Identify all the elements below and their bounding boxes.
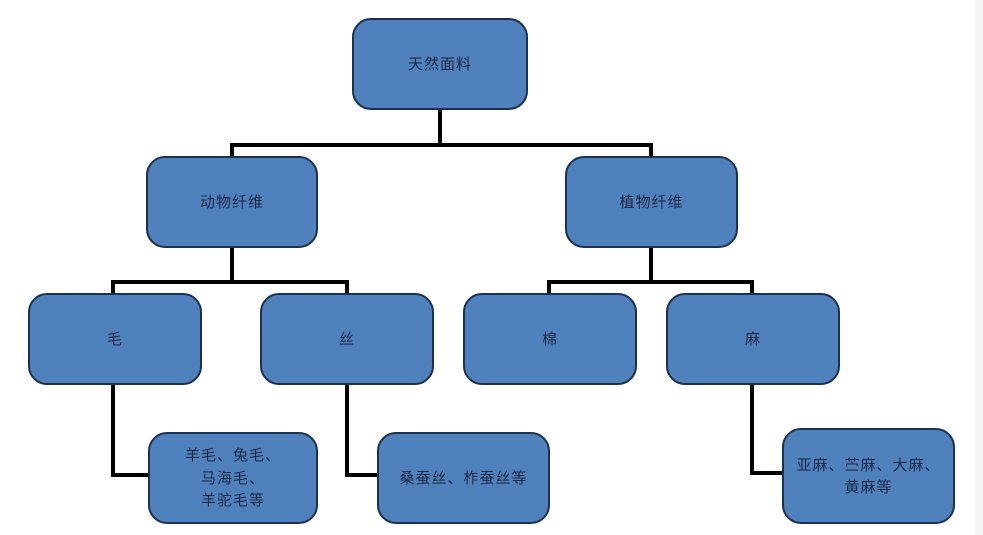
connector-silk-stub	[345, 280, 349, 296]
node-hemp-types-label: 亚麻、苎麻、大麻、 黄麻等	[796, 455, 941, 497]
node-cotton[interactable]: 棉	[463, 293, 637, 385]
node-wool[interactable]: 毛	[28, 293, 202, 385]
connector-wool-elbow-vertical	[111, 383, 115, 477]
page-edge-strip	[975, 0, 983, 535]
connector-animal-down	[230, 246, 234, 284]
connector-silk-elbow-vertical	[345, 383, 349, 477]
connector-level1-horizontal	[230, 143, 653, 147]
node-animal-fiber-label: 动物纤维	[199, 192, 264, 211]
connector-hemp-elbow-horizontal	[750, 471, 785, 475]
node-wool-types[interactable]: 羊毛、兔毛、 马海毛、 羊驼毛等	[148, 432, 318, 524]
node-silk-types[interactable]: 桑蚕丝、柞蚕丝等	[377, 432, 550, 524]
node-cotton-label: 棉	[541, 329, 558, 348]
node-plant-fiber-label: 植物纤维	[619, 192, 684, 211]
connector-animal-stub	[230, 143, 234, 159]
node-wool-types-label: 羊毛、兔毛、 马海毛、 羊驼毛等	[184, 446, 281, 510]
connector-root-down	[438, 108, 442, 147]
connector-plant-children-horizontal	[547, 280, 754, 284]
connector-silk-elbow-horizontal	[345, 473, 380, 477]
node-silk[interactable]: 丝	[260, 293, 434, 385]
connector-cotton-stub	[547, 280, 551, 296]
node-plant-fiber[interactable]: 植物纤维	[565, 156, 738, 248]
node-natural-fabric[interactable]: 天然面料	[352, 18, 528, 110]
node-silk-types-label: 桑蚕丝、柞蚕丝等	[399, 468, 528, 487]
connector-wool-elbow-horizontal	[111, 473, 151, 477]
connector-hemp-stub	[750, 280, 754, 296]
node-natural-fabric-label: 天然面料	[407, 54, 472, 73]
node-animal-fiber[interactable]: 动物纤维	[146, 156, 318, 248]
node-hemp-label: 麻	[744, 329, 761, 348]
connector-animal-children-horizontal	[111, 280, 349, 284]
node-silk-label: 丝	[338, 329, 355, 348]
node-hemp-types[interactable]: 亚麻、苎麻、大麻、 黄麻等	[782, 428, 955, 524]
node-hemp[interactable]: 麻	[666, 293, 840, 385]
connector-wool-stub	[111, 280, 115, 296]
connector-hemp-elbow-vertical	[750, 383, 754, 475]
connector-plant-down	[649, 246, 653, 284]
node-wool-label: 毛	[106, 329, 123, 348]
connector-plant-stub	[649, 143, 653, 159]
